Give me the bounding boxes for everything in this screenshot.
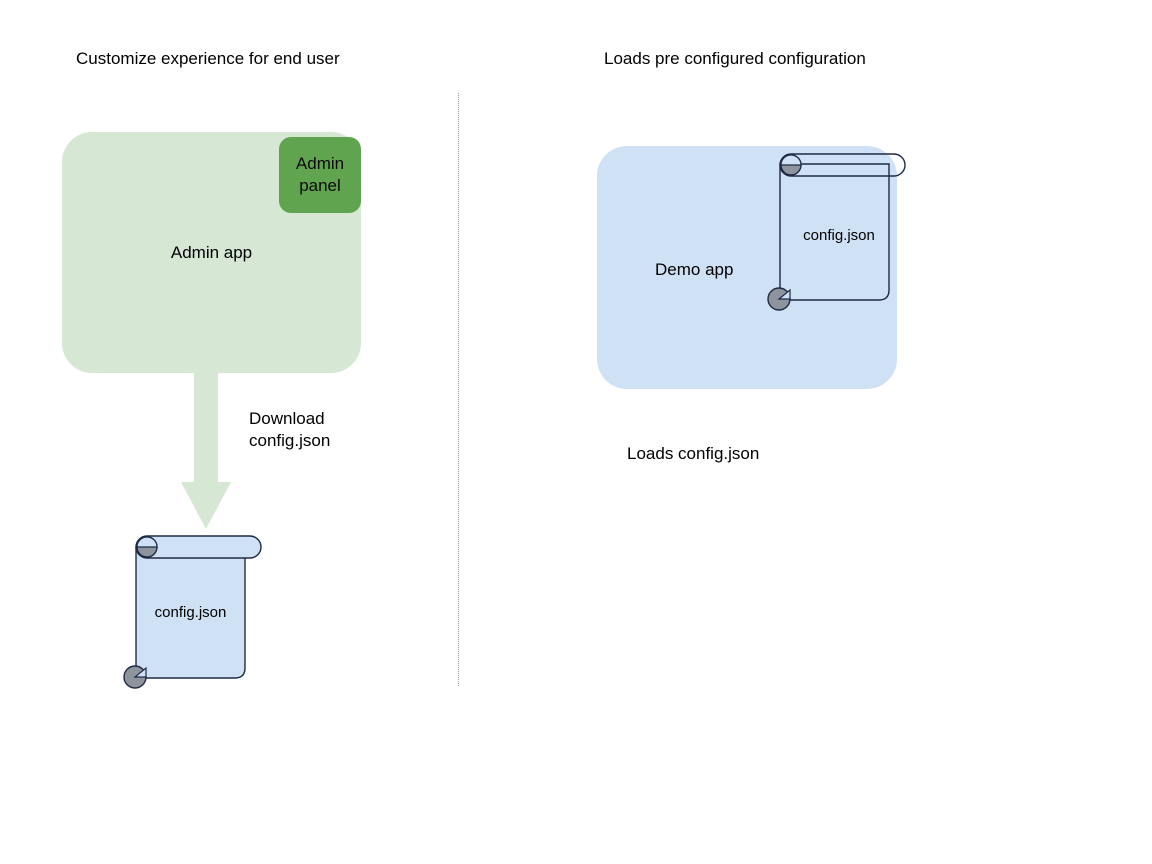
document-top-roll-highlight-right <box>780 154 802 166</box>
config-json-document-right[interactable]: config.json <box>765 150 915 320</box>
document-bottom-roll-notch-right <box>777 288 791 300</box>
admin-panel-label-line1: Admin <box>295 154 345 173</box>
download-arrow-shape <box>181 370 231 529</box>
demo-app-container[interactable] <box>597 146 897 389</box>
demo-app-label: Demo app <box>655 260 734 279</box>
admin-app-label: Admin app <box>170 242 253 262</box>
left-column-heading: Customize experience for end user <box>76 49 340 68</box>
document-top-roll-highlight-left <box>136 536 158 548</box>
document-bottom-roll-notch-left <box>133 666 147 678</box>
document-top-roll-right <box>779 153 906 177</box>
config-json-document-left[interactable]: config.json <box>118 525 268 695</box>
vertical-dotted-divider <box>458 93 459 686</box>
right-column-heading: Loads pre configured configuration <box>604 49 866 68</box>
admin-panel-label-line2: panel <box>299 176 341 195</box>
download-arrow-caption-line2: config.json <box>249 431 331 450</box>
admin-panel-chip[interactable]: Admin panel <box>279 137 361 213</box>
download-arrow-caption-line1: Download <box>249 409 325 428</box>
config-json-label-right: config.json <box>803 227 875 244</box>
loads-config-caption: Loads config.json <box>627 444 760 463</box>
document-top-roll-left <box>135 535 262 559</box>
config-json-label-left: config.json <box>154 604 227 621</box>
download-arrow <box>176 370 236 532</box>
